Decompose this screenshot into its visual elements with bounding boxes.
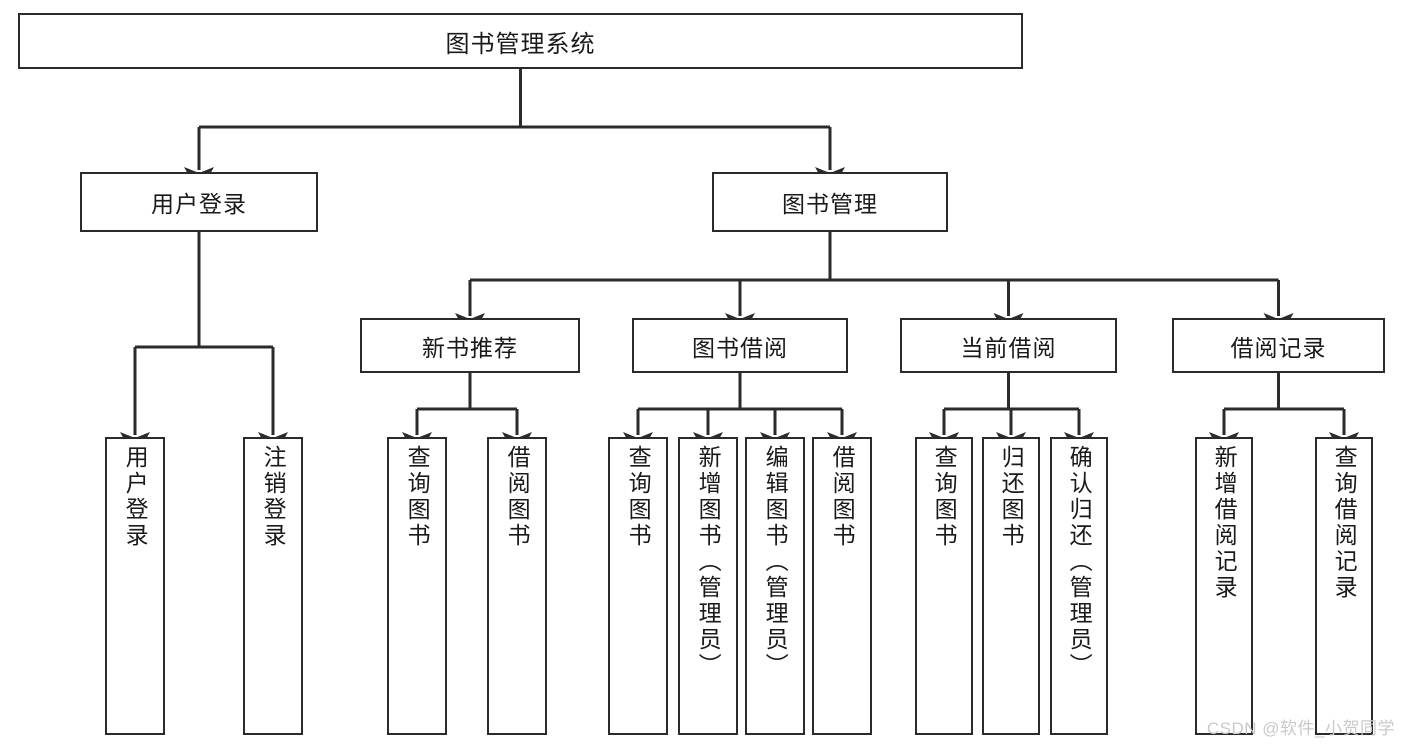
node-leaf-user-logout[interactable]: 注销登录 <box>243 437 303 735</box>
node-leaf-bb-query[interactable]: 查询图书 <box>608 437 668 735</box>
node-leaf-user-login[interactable]: 用户登录 <box>105 437 165 735</box>
node-label: 新增图书（管理员） <box>695 445 722 679</box>
node-leaf-bb-add[interactable]: 新增图书（管理员） <box>678 437 738 735</box>
node-label: 确认归还（管理员） <box>1066 445 1093 679</box>
node-leaf-br-query[interactable]: 查询借阅记录 <box>1315 437 1373 735</box>
watermark-label: CSDN @软件_小贺同学 <box>1206 719 1395 738</box>
node-leaf-cb-return[interactable]: 归还图书 <box>982 437 1040 735</box>
node-label: 借阅图书 <box>829 445 856 549</box>
node-label: 查询图书 <box>931 445 958 549</box>
node-current-borrow[interactable]: 当前借阅 <box>900 318 1117 373</box>
node-label: 当前借阅 <box>960 334 1057 361</box>
edge-group <box>120 69 1359 459</box>
node-label: 新书推荐 <box>422 334 518 361</box>
node-label: 新增借阅记录 <box>1211 445 1238 601</box>
node-label: 图书管理系统 <box>445 30 596 58</box>
node-book-borrow[interactable]: 图书借阅 <box>632 318 848 373</box>
node-label: 用户登录 <box>151 191 247 217</box>
node-leaf-rec-borrow[interactable]: 借阅图书 <box>487 437 547 735</box>
node-label: 用户登录 <box>122 445 149 549</box>
node-leaf-br-add[interactable]: 新增借阅记录 <box>1195 437 1253 735</box>
node-label: 注销登录 <box>260 445 287 549</box>
node-root[interactable]: 图书管理系统 <box>18 13 1023 69</box>
node-borrow-record[interactable]: 借阅记录 <box>1172 318 1385 373</box>
node-label: 图书管理 <box>782 191 878 217</box>
node-new-book-rec[interactable]: 新书推荐 <box>360 318 580 373</box>
node-leaf-cb-confirm[interactable]: 确认归还（管理员） <box>1050 437 1108 735</box>
node-label: 借阅图书 <box>504 445 531 549</box>
node-leaf-rec-query[interactable]: 查询图书 <box>387 437 447 735</box>
node-user-login[interactable]: 用户登录 <box>80 172 318 232</box>
node-label: 归还图书 <box>998 445 1025 549</box>
node-book-mgmt[interactable]: 图书管理 <box>712 172 948 232</box>
node-leaf-bb-edit[interactable]: 编辑图书（管理员） <box>745 437 805 735</box>
node-leaf-bb-borrow[interactable]: 借阅图书 <box>812 437 872 735</box>
node-label: 编辑图书（管理员） <box>762 445 789 679</box>
node-label: 查询图书 <box>404 445 431 549</box>
node-leaf-cb-query[interactable]: 查询图书 <box>915 437 973 735</box>
node-label: 查询借阅记录 <box>1331 445 1358 601</box>
node-label: 借阅记录 <box>1230 334 1327 361</box>
node-label: 查询图书 <box>625 445 652 549</box>
node-label: 图书借阅 <box>692 334 788 361</box>
